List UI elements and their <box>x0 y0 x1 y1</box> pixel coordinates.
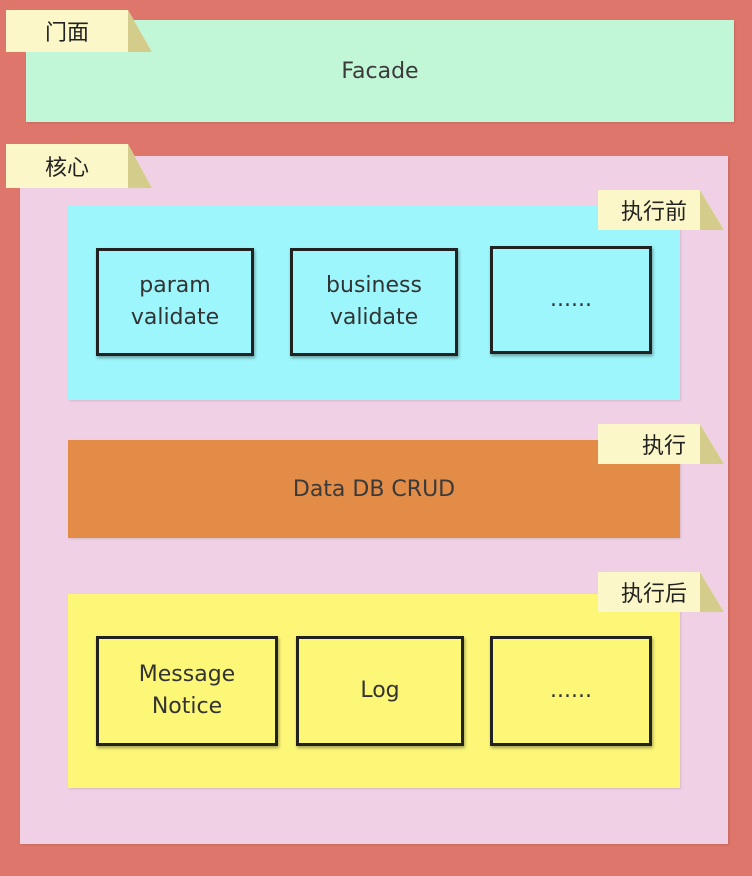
after-more-text: ...... <box>550 678 592 703</box>
param-validate-box: param validate <box>96 248 254 356</box>
before-section: param validate business validate ...... <box>68 206 680 400</box>
before-tag: 执行前 <box>598 190 724 230</box>
business-validate-box: business validate <box>290 248 458 356</box>
param-validate-line1: param <box>139 273 211 298</box>
after-tag-text: 执行后 <box>620 582 687 607</box>
log-text: Log <box>360 678 400 703</box>
before-more-box: ...... <box>490 246 652 354</box>
message-notice-line2: Notice <box>151 694 223 719</box>
facade-label: Facade <box>341 58 419 84</box>
facade-tag: 门面 <box>6 10 152 52</box>
before-tag-text: 执行前 <box>620 200 687 225</box>
param-validate-line2: validate <box>130 305 220 330</box>
facade-tag-text: 门面 <box>44 21 89 46</box>
after-more-box: ...... <box>490 636 652 746</box>
message-notice-line1: Message <box>138 662 236 687</box>
log-box: Log <box>296 636 464 746</box>
core-tag: 核心 <box>6 144 152 188</box>
before-more-text: ...... <box>550 287 592 312</box>
business-validate-line1: business <box>326 273 422 298</box>
business-validate-line2: validate <box>329 305 419 330</box>
exec-section: Data DB CRUD <box>68 440 680 538</box>
exec-label: Data DB CRUD <box>292 476 456 502</box>
exec-tag-text: 执行 <box>641 434 686 459</box>
core-tag-text: 核心 <box>44 156 89 181</box>
facade-layer: Facade <box>26 20 734 122</box>
